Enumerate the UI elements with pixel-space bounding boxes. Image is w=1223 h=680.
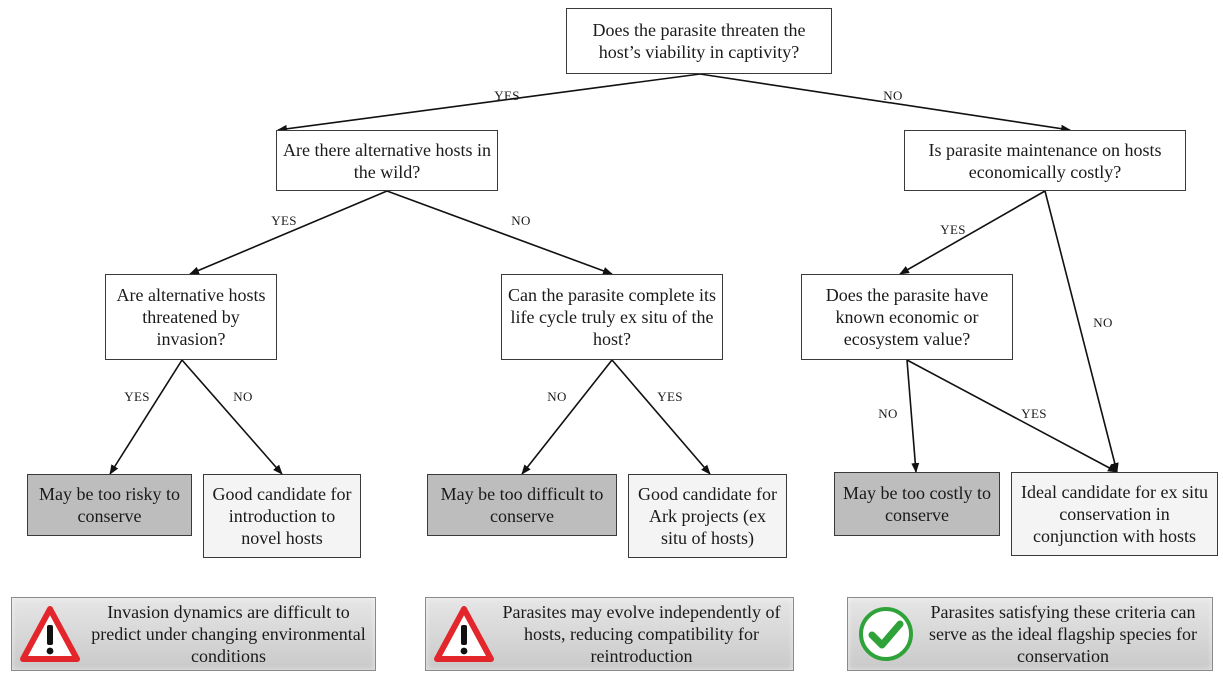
edge-threat-no	[699, 73, 1071, 133]
edge-label-costly-no: NO	[1093, 315, 1113, 330]
edge-label-value-yes: YES	[1021, 406, 1047, 421]
edge-label-alt-yes: YES	[271, 213, 297, 228]
edge-invasion-yes	[109, 359, 183, 475]
question-threat-viability: Does the parasite threaten the host’s vi…	[566, 8, 832, 74]
edge-label-lifecycle-no: NO	[547, 389, 567, 404]
edge-label-threat-yes: YES	[494, 88, 520, 103]
question-economic-value: Does the parasite have known economic or…	[801, 274, 1013, 360]
outcome-too-costly: May be too costly to conserve	[834, 472, 1000, 536]
edge-invasion-no	[181, 359, 283, 475]
check-icon	[859, 607, 913, 661]
warning-icon	[434, 606, 494, 662]
outcome-too-difficult: May be too difficult to conserve	[427, 474, 617, 536]
outcome-ideal-candidate: Ideal candidate for ex situ conservation…	[1011, 472, 1218, 556]
edge-label-invasion-no: NO	[233, 389, 253, 404]
question-life-cycle-ex-situ: Can the parasite complete its life cycle…	[501, 274, 723, 360]
edge-costly-yes	[899, 190, 1046, 275]
question-invasion-threat: Are alternative hosts threatened by inva…	[105, 274, 277, 360]
edge-alt-no	[386, 190, 613, 275]
note-flagship-species: Parasites satisfying these criteria can …	[847, 597, 1213, 671]
outcome-novel-hosts: Good candidate for introduction to novel…	[203, 474, 361, 558]
edge-label-lifecycle-yes: YES	[657, 389, 683, 404]
question-economically-costly: Is parasite maintenance on hosts economi…	[904, 130, 1186, 191]
edge-label-alt-no: NO	[511, 213, 531, 228]
edge-threat-yes	[277, 73, 701, 133]
note-independent-evolution: Parasites may evolve independently of ho…	[425, 597, 794, 671]
edge-label-invasion-yes: YES	[124, 389, 150, 404]
outcome-too-risky: May be too risky to conserve	[27, 474, 192, 536]
edge-value-yes	[906, 359, 1118, 473]
edge-lifecycle-no	[521, 359, 613, 475]
edge-label-costly-yes: YES	[940, 222, 966, 237]
edge-alt-yes	[189, 190, 388, 275]
warning-icon	[20, 606, 80, 662]
note-invasion-dynamics: Invasion dynamics are difficult to predi…	[11, 597, 376, 671]
edge-costly-no	[1044, 190, 1119, 473]
edge-value-no	[906, 359, 920, 473]
edge-lifecycle-yes	[611, 359, 711, 475]
outcome-ark-projects: Good candidate for Ark projects (ex situ…	[628, 474, 787, 558]
question-alternative-hosts: Are there alternative hosts in the wild?	[276, 130, 498, 191]
edge-label-value-no: NO	[878, 406, 898, 421]
edge-label-threat-no: NO	[883, 88, 903, 103]
